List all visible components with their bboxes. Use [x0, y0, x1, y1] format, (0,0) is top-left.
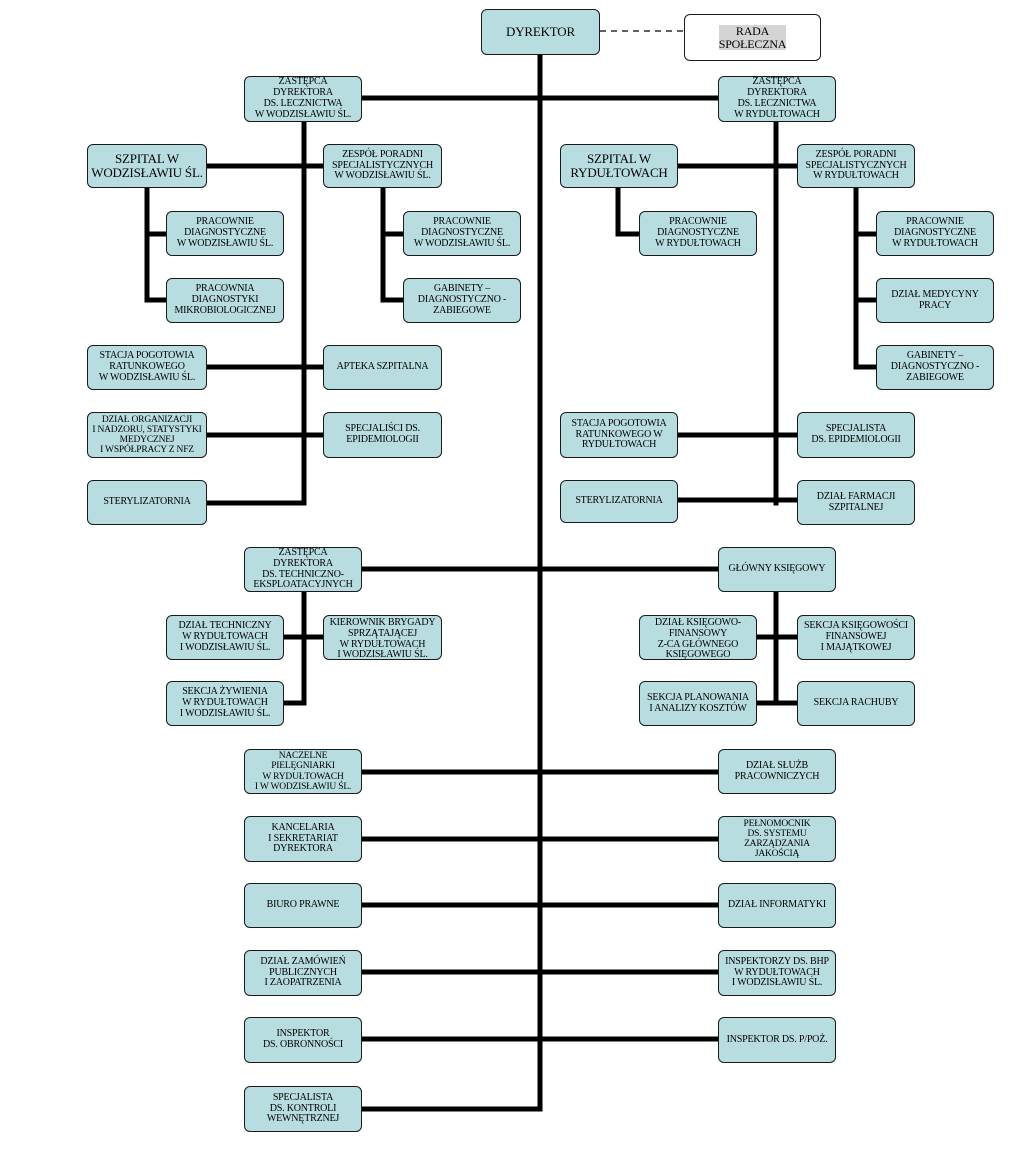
steryl-ryd-box: STERYLIZATORNIA — [560, 480, 678, 523]
stacja-ryd-box: STACJA POGOTOWIA RATUNKOWEGO W RYDUŁTOWA… — [560, 412, 678, 458]
dzial-sluzb-box: DZIAŁ SŁUŻB PRACOWNICZYCH — [718, 749, 836, 794]
pelnomocnik-box: PEŁNOMOCNIK DS. SYSTEMU ZARZĄDZANIA JAKO… — [718, 816, 836, 862]
stacja-wodz-box: STACJA POGOTOWIA RATUNKOWEGO W WODZISŁAW… — [87, 345, 207, 390]
zast-lecz-wodz-box: ZASTĘPCA DYREKTORA DS. LECZNICTWA W WODZ… — [244, 76, 362, 122]
apteka-box: APTEKA SZPITALNA — [323, 345, 442, 390]
dzial-zamow-box: DZIAŁ ZAMÓWIEŃ PUBLICZNYCH I ZAOPATRZENI… — [244, 950, 362, 996]
prac-diag-ryd-zesp-box: PRACOWNIE DIAGNOSTYCZNE W RYDUŁTOWACH — [876, 211, 994, 256]
dzial-farm-box: DZIAŁ FARMACJI SZPITALNEJ — [797, 480, 915, 525]
rada-label: RADA SPOŁECZNA — [718, 23, 787, 51]
kancelaria-box: KANCELARIA I SEKRETARIAT DYREKTORA — [244, 816, 362, 862]
zespol-ryd-box: ZESPÓŁ PORADNI SPECJALISTYCZNYCH W RYDUŁ… — [797, 144, 915, 188]
dzial-tech-box: DZIAŁ TECHNICZNY W RYDUŁTOWACH I WODZISŁ… — [166, 615, 284, 660]
prac-mikro-box: PRACOWNIA DIAGNOSTYKI MIKROBIOLOGICZNEJ — [166, 278, 284, 323]
inspektor-obr-box: INSPEKTOR DS. OBRONNOŚCI — [244, 1017, 362, 1063]
spec-epid-wodz-box: SPECJALIŚCI DS. EPIDEMIOLOGII — [323, 412, 442, 458]
sekcja-rach-box: SEKCJA RACHUBY — [797, 681, 915, 726]
zast-tech-box: ZASTĘPCA DYREKTORA DS. TECHNICZNO- EKSPL… — [244, 547, 362, 592]
dzial-ksieg-fin-box: DZIAŁ KSIĘGOWO- FINANSOWY Z-CA GŁÓWNEGO … — [639, 615, 757, 660]
spec-epid-ryd-box: SPECJALISTA DS. EPIDEMIOLOGII — [797, 412, 915, 458]
prac-diag-wodz-szp-box: PRACOWNIE DIAGNOSTYCZNE W WODZISŁAWIU ŚL… — [166, 211, 284, 256]
dzial-med-pracy-box: DZIAŁ MEDYCYNY PRACY — [876, 278, 994, 323]
gabinety-ryd-box: GABINETY – DIAGNOSTYCZNO - ZABIEGOWE — [876, 345, 994, 390]
spec-kontroli-box: SPECJALISTA DS. KONTROLI WEWNĘTRZNEJ — [244, 1086, 362, 1132]
sekcja-plan-box: SEKCJA PLANOWANIA I ANALIZY KOSZTÓW — [639, 681, 757, 726]
szpital-wodz-box: SZPITAL W WODZISŁAWIU ŚL. — [87, 144, 207, 188]
kierownik-bryg-box: KIEROWNIK BRYGADY SPRZĄTAJĄCEJ W RYDUŁTO… — [323, 615, 442, 660]
inspektorzy-bhp-box: INSPEKTORZY DS. BHP W RYDUŁTOWACH I WODZ… — [718, 950, 836, 996]
dyrektor-box: DYREKTOR — [481, 9, 600, 55]
rada-spoleczna-box: RADA SPOŁECZNA — [684, 14, 821, 61]
glowny-ksieg-box: GŁÓWNY KSIĘGOWY — [718, 547, 836, 592]
prac-diag-wodz-zesp-box: PRACOWNIE DIAGNOSTYCZNE W WODZISŁAWIU ŚL… — [403, 211, 521, 256]
szpital-ryd-box: SZPITAL W RYDUŁTOWACH — [560, 144, 678, 188]
naczelne-piel-box: NACZELNE PIELĘGNIARKI W RYDUŁTOWACH I W … — [244, 749, 362, 794]
gabinety-wodz-box: GABINETY – DIAGNOSTYCZNO - ZABIEGOWE — [403, 278, 521, 323]
sekcja-zyw-box: SEKCJA ŻYWIENIA W RYDUŁTOWACH I WODZISŁA… — [166, 681, 284, 726]
inspektor-ppoz-box: INSPEKTOR DS. P/POŻ. — [718, 1017, 836, 1063]
zespol-wodz-box: ZESPÓŁ PORADNI SPECJALISTYCZNYCH W WODZI… — [323, 144, 442, 188]
biuro-prawne-box: BIURO PRAWNE — [244, 883, 362, 928]
sekcja-ksieg-fin-box: SEKCJA KSIĘGOWOŚCI FINANSOWEJ I MAJĄTKOW… — [797, 615, 915, 660]
prac-diag-ryd-szp-box: PRACOWNIE DIAGNOSTYCZNE W RYDUŁTOWACH — [639, 211, 757, 256]
zast-lecz-ryd-box: ZASTĘPCA DYREKTORA DS. LECZNICTWA W RYDU… — [718, 76, 836, 122]
steryl-wodz-box: STERYLIZATORNIA — [87, 480, 207, 525]
dzial-inform-box: DZIAŁ INFORMATYKI — [718, 883, 836, 928]
dzial-org-box: DZIAŁ ORGANIZACJI I NADZORU, STATYSTYKI … — [87, 412, 207, 458]
